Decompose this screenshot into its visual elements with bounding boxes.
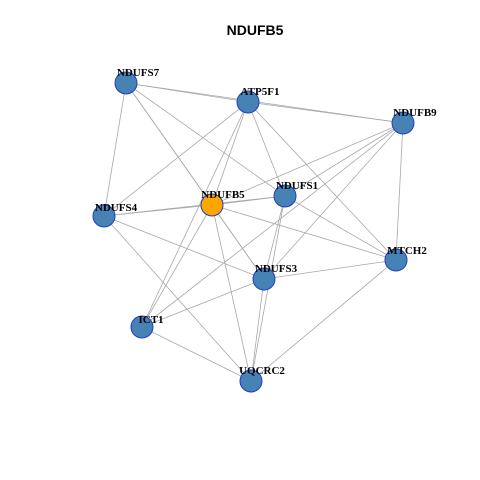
edge-atp5f1-ndufb5 <box>211 101 249 206</box>
edge-ndufb5-ndufs3 <box>211 204 265 280</box>
node-atp5f1 <box>236 90 260 114</box>
edge-atp5f1-ict1 <box>141 101 249 328</box>
label-layer: NDUFS7ATP5F1NDUFB9NDUFS1NDUFB5NDUFS4MTCH… <box>95 67 437 377</box>
edge-atp5f1-mtch2 <box>247 101 397 261</box>
node-layer <box>92 71 415 393</box>
node-ndufb9 <box>391 111 415 135</box>
edge-ndufs7-ndufs4 <box>103 82 127 217</box>
edge-atp5f1-ndufs4 <box>103 101 249 217</box>
edge-ndufs1-mtch2 <box>284 195 397 261</box>
node-label-ndufb9: NDUFB9 <box>393 107 437 119</box>
edge-ndufb9-ndufs3 <box>263 122 404 280</box>
edge-ndufs4-ndufs1 <box>103 195 286 217</box>
edge-ict1-uqcrc2 <box>141 326 252 382</box>
edge-ndufs3-mtch2 <box>263 259 397 280</box>
node-label-mtch2: MTCH2 <box>387 245 427 257</box>
edge-ndufs7-ndufs1 <box>125 82 286 197</box>
node-label-ndufb5: NDUFB5 <box>201 189 245 201</box>
edge-ndufb9-ict1 <box>141 122 404 328</box>
node-label-atp5f1: ATP5F1 <box>241 86 280 98</box>
edge-ndufb9-ndufs1 <box>284 122 404 197</box>
node-ndufs7 <box>114 71 138 95</box>
edge-ndufs3-uqcrc2 <box>250 278 265 382</box>
edge-atp5f1-ndufb9 <box>247 101 404 124</box>
node-label-ndufs7: NDUFS7 <box>117 67 160 79</box>
edge-ndufb9-mtch2 <box>395 122 404 261</box>
edge-ndufb5-uqcrc2 <box>211 204 252 382</box>
node-label-ndufs4: NDUFS4 <box>95 202 138 214</box>
node-mtch2 <box>384 248 408 272</box>
edge-ndufb9-ndufb5 <box>211 122 404 206</box>
node-ndufs3 <box>252 267 276 291</box>
node-label-ndufs1: NDUFS1 <box>276 180 318 192</box>
edge-ndufs7-ndufb9 <box>125 82 404 124</box>
node-uqcrc2 <box>239 369 263 393</box>
edge-mtch2-uqcrc2 <box>250 259 397 382</box>
edge-ndufb5-ict1 <box>141 204 213 328</box>
edge-ndufb5-mtch2 <box>211 204 397 261</box>
edge-ndufs4-uqcrc2 <box>103 215 252 382</box>
edge-ndufs4-ndufs3 <box>103 215 265 280</box>
node-label-ndufs3: NDUFS3 <box>255 263 298 275</box>
edge-layer <box>103 82 404 382</box>
node-label-uqcrc2: UQCRC2 <box>239 365 285 377</box>
node-ndufb5 <box>200 193 224 217</box>
diagram-title: NDUFB5 <box>227 22 284 38</box>
edge-ndufs3-ict1 <box>141 278 265 328</box>
node-label-ict1: ICT1 <box>138 314 163 326</box>
edge-atp5f1-ndufs1 <box>247 101 286 197</box>
node-ict1 <box>130 315 154 339</box>
node-ndufs4 <box>92 204 116 228</box>
node-ndufs1 <box>273 184 297 208</box>
edge-ndufs1-ndufs3 <box>263 195 286 280</box>
